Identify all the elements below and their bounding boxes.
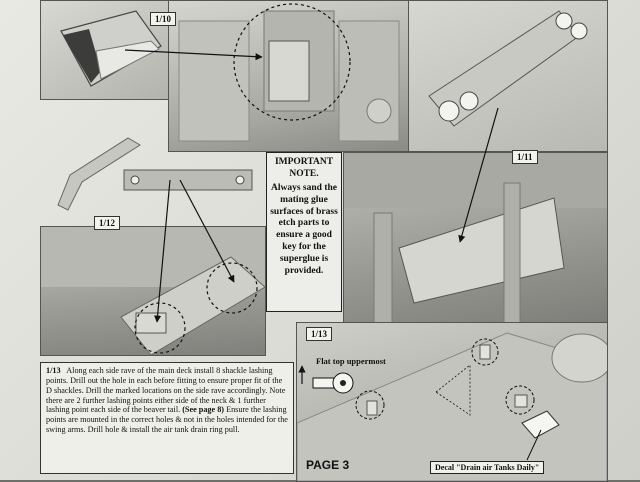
instruction-text-1-13: 1/13 Along each side rave of the main de… (40, 362, 294, 474)
step-label-1-11: 1/11 (512, 150, 538, 164)
instruction-text-a: Along each side rave of the main deck in… (46, 366, 286, 415)
step-label-1-10: 1/10 (150, 12, 177, 26)
photo-assembly-1-10 (168, 0, 410, 152)
important-note-heading: IMPORTANT NOTE. (274, 157, 334, 179)
instruction-step-number: 1/13 (46, 366, 61, 375)
photo-underside-1-12 (40, 226, 266, 356)
bracket-drawing (428, 10, 588, 127)
instruction-text-b: Ensure the lashing points are mounted in… (46, 405, 288, 435)
decal-callout: Decal "Drain air Tanks Daily" (430, 461, 545, 474)
important-note-body: Always sand the mating glue surfaces of … (270, 182, 338, 276)
instruction-see-ref: (See page 8) (182, 405, 225, 415)
step-label-1-13: 1/13 (306, 327, 333, 341)
step-label-1-12: 1/12 (94, 216, 121, 230)
assembly-drawing (178, 10, 400, 142)
page-number: PAGE 3 (306, 458, 350, 472)
underside-drawing (41, 227, 265, 355)
photo-bracket-1-11 (408, 0, 608, 152)
side-rave-drawing (344, 153, 607, 324)
photo-side-rave-1-11 (343, 152, 608, 328)
important-note: IMPORTANT NOTE. Always sand the mating g… (266, 152, 342, 312)
flat-top-callout: Flat top uppermost (316, 356, 386, 366)
